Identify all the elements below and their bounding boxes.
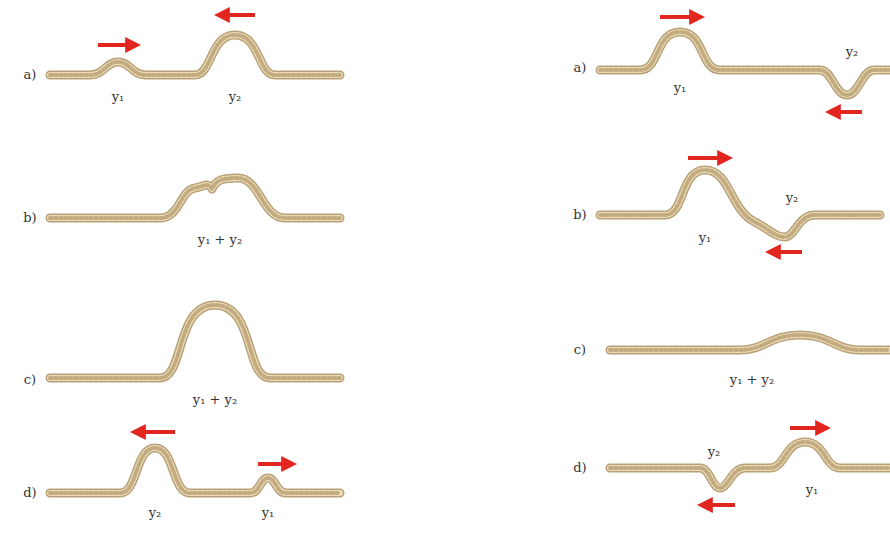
pulse-label: y₁: [262, 505, 275, 521]
pulse-label: y₁: [806, 482, 819, 498]
pulse-label: y₂: [786, 190, 799, 206]
row-label: b): [23, 210, 36, 226]
pulse-label: y₁: [112, 89, 125, 105]
sum-label: y₁ + y₂: [193, 392, 237, 408]
row-label: a): [24, 67, 37, 83]
row-label: d): [573, 460, 586, 476]
row-label: a): [574, 60, 587, 76]
sum-label: y₁ + y₂: [198, 232, 242, 248]
pulse-label: y₂: [149, 505, 162, 521]
pulse-label: y₁: [674, 80, 687, 96]
pulse-label: y₁: [699, 230, 712, 246]
row-label: d): [23, 485, 36, 501]
pulse-label: y₂: [846, 44, 859, 60]
sum-label: y₁ + y₂: [730, 372, 774, 388]
pulse-label: y₂: [229, 89, 242, 105]
row-label: c): [574, 342, 586, 358]
row-label: c): [24, 372, 36, 388]
row-label: b): [573, 207, 586, 223]
pulse-label: y₂: [708, 444, 721, 460]
